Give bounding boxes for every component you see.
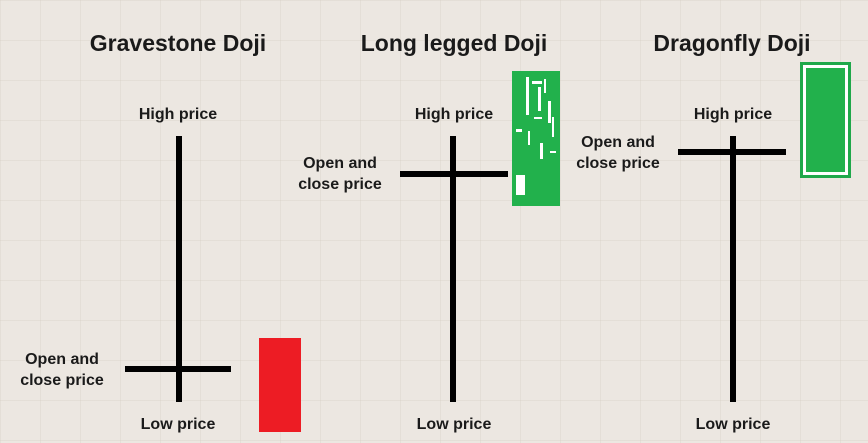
open-close-bar (125, 366, 231, 372)
high-price-label: High price (693, 106, 773, 123)
panel-title: Long legged Doji (360, 30, 548, 56)
panel-title: Dragonfly Doji (653, 30, 811, 56)
open-close-label-line2: close price (576, 155, 660, 172)
open-close-label-line1: Open and (303, 155, 377, 172)
high-price-label: High price (138, 106, 218, 123)
artifact-mark (532, 81, 542, 84)
open-close-label-line2: close price (20, 372, 104, 389)
open-close-label: Open and close price (570, 132, 666, 174)
artifact-mark (534, 117, 542, 119)
candle-wick (450, 136, 456, 402)
open-close-label: Open and close price (292, 153, 388, 195)
open-close-bar (400, 171, 508, 177)
open-close-label-line2: close price (298, 176, 382, 193)
swatch-fill (806, 68, 845, 172)
artifact-mark (550, 151, 556, 153)
open-close-bar (678, 149, 786, 155)
open-close-label-line1: Open and (581, 134, 655, 151)
artifact-mark (552, 117, 554, 137)
candle-wick (176, 136, 182, 402)
bullish-color-swatch (512, 71, 560, 206)
bearish-color-swatch (259, 338, 301, 432)
high-price-label: High price (414, 106, 494, 123)
low-price-label: Low price (140, 416, 216, 433)
artifact-mark (548, 101, 551, 123)
low-price-label: Low price (695, 416, 771, 433)
artifact-mark (516, 129, 522, 132)
artifact-mark (526, 77, 529, 115)
low-price-label: Low price (416, 416, 492, 433)
artifact-mark (516, 175, 525, 195)
open-close-label-line1: Open and (25, 351, 99, 368)
artifact-mark (544, 79, 546, 93)
artifact-mark (528, 131, 530, 145)
open-close-label: Open and close price (14, 349, 110, 391)
artifact-mark (538, 87, 541, 111)
panel-title: Gravestone Doji (89, 30, 267, 56)
artifact-mark (540, 143, 543, 159)
bullish-color-swatch (800, 62, 851, 178)
candle-wick (730, 136, 736, 402)
